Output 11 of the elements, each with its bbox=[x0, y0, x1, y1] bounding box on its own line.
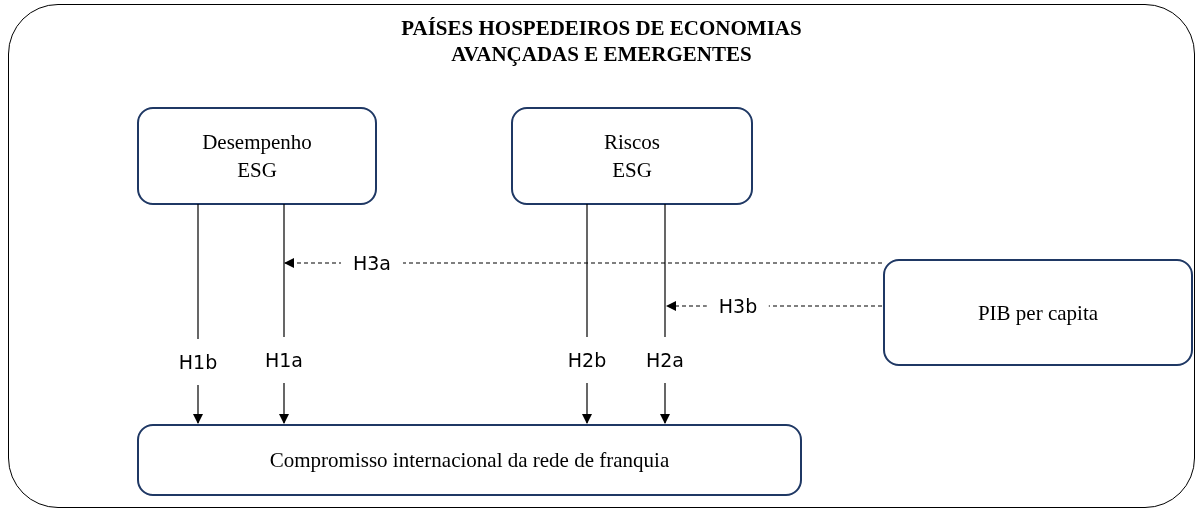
process-box bbox=[511, 107, 753, 205]
container-box bbox=[8, 4, 1195, 508]
process-box bbox=[137, 107, 377, 205]
process-box bbox=[883, 259, 1193, 366]
box-label: PIB per capita bbox=[977, 299, 1099, 327]
box-label: Compromisso internacional da rede de franquia bbox=[269, 447, 670, 474]
box-label: Desempenho ESG bbox=[201, 129, 313, 184]
container-heading: PAÍSES HOSPEDEIROS DE ECONOMIAS AVANÇADAS E EMERGENTES bbox=[400, 15, 803, 67]
process-box bbox=[137, 424, 802, 496]
arrow bbox=[284, 258, 883, 268]
box-label: Riscos ESG bbox=[603, 129, 661, 184]
